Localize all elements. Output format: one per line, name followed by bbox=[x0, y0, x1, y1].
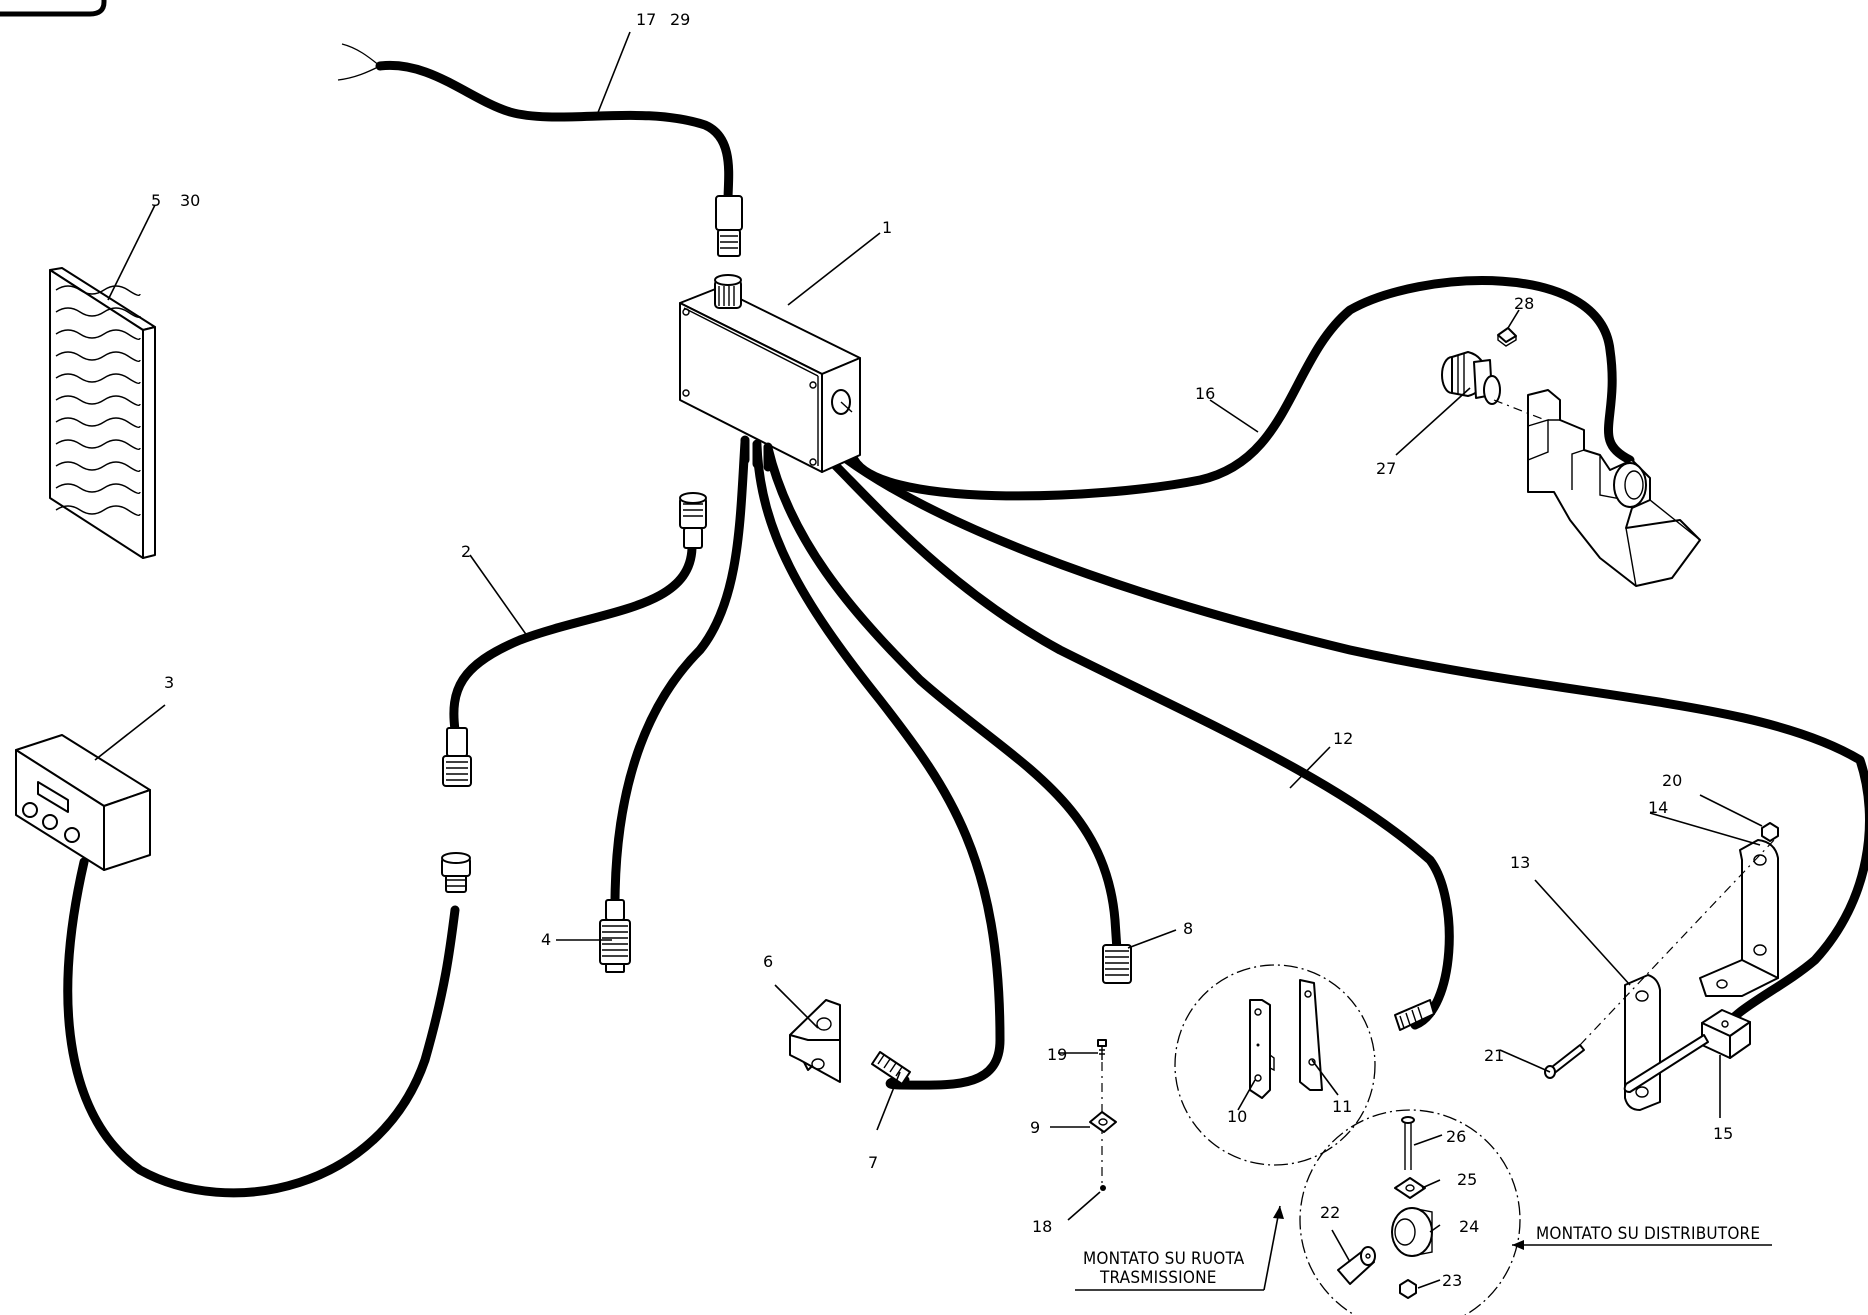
washer-25 bbox=[1394, 1177, 1426, 1199]
sensor-block-16 bbox=[1527, 389, 1701, 587]
sensor-8 bbox=[1102, 944, 1132, 984]
label-12: 12 bbox=[1333, 729, 1353, 748]
nut-18 bbox=[1100, 1185, 1106, 1191]
label-25: 25 bbox=[1457, 1170, 1477, 1189]
cable-7 bbox=[752, 440, 1005, 1090]
label-27: 27 bbox=[1376, 459, 1396, 478]
cables bbox=[63, 43, 1868, 1198]
plate-11 bbox=[1299, 979, 1323, 1091]
label-19: 19 bbox=[1047, 1045, 1067, 1064]
cable-17-wires bbox=[337, 43, 381, 81]
label-2: 2 bbox=[461, 542, 471, 561]
cable-4 bbox=[610, 437, 750, 910]
captions: MONTATO SU RUOTA TRASMISSIONE MONTATO SU… bbox=[1083, 1224, 1760, 1288]
connector-3 bbox=[441, 852, 471, 893]
label-20: 20 bbox=[1662, 771, 1682, 790]
label-15: 15 bbox=[1713, 1124, 1733, 1143]
cable-17 bbox=[375, 60, 734, 205]
label-23: 23 bbox=[1442, 1271, 1462, 1290]
screw-26 bbox=[1401, 1116, 1415, 1170]
label-3: 3 bbox=[164, 673, 174, 692]
label-13: 13 bbox=[1510, 853, 1530, 872]
label-5: 5 bbox=[151, 191, 161, 210]
label-29: 29 bbox=[670, 10, 690, 29]
fitting-27 bbox=[1441, 351, 1546, 421]
panel-5 bbox=[49, 267, 156, 559]
label-30: 30 bbox=[180, 191, 200, 210]
nut-23 bbox=[1399, 1279, 1417, 1299]
label-21: 21 bbox=[1484, 1046, 1504, 1065]
cable-12 bbox=[825, 455, 1454, 1030]
nut-20 bbox=[1761, 822, 1779, 842]
label-4: 4 bbox=[541, 930, 551, 949]
caption-ruota-line1: MONTATO SU RUOTA bbox=[1083, 1249, 1245, 1269]
cable-8 bbox=[763, 443, 1122, 955]
label-10: 10 bbox=[1227, 1107, 1247, 1126]
washer-9 bbox=[1089, 1111, 1117, 1133]
connector-2-bottom bbox=[442, 727, 472, 787]
control-box-1 bbox=[679, 274, 861, 473]
caption-ruota-line2: TRASMISSIONE bbox=[1099, 1268, 1217, 1288]
label-6: 6 bbox=[763, 952, 773, 971]
frame-corner bbox=[0, 0, 107, 17]
bolt-21 bbox=[1544, 1044, 1585, 1079]
label-22: 22 bbox=[1320, 1203, 1340, 1222]
label-11: 11 bbox=[1332, 1097, 1352, 1116]
sensor-7 bbox=[871, 1051, 911, 1085]
label-1: 1 bbox=[882, 218, 892, 237]
cable-15 bbox=[840, 453, 1868, 1040]
label-18: 18 bbox=[1032, 1217, 1052, 1236]
label-16: 16 bbox=[1195, 384, 1215, 403]
sensor-12 bbox=[1394, 999, 1435, 1031]
axis-21-20 bbox=[1579, 837, 1777, 1046]
label-7: 7 bbox=[868, 1153, 878, 1172]
display-unit-3 bbox=[15, 734, 151, 871]
detail-circle-distributore bbox=[1299, 1109, 1521, 1315]
bracket-14 bbox=[1699, 839, 1779, 997]
label-14: 14 bbox=[1648, 798, 1668, 817]
cable-16 bbox=[847, 276, 1635, 501]
cable-3 bbox=[63, 857, 460, 1198]
sensor-15 bbox=[1623, 1009, 1751, 1093]
connector-2-top bbox=[679, 492, 707, 549]
part-numbers: 17 29 5 30 1 28 16 27 2 3 12 20 14 13 8 … bbox=[151, 10, 1733, 1290]
label-9: 9 bbox=[1030, 1118, 1040, 1137]
connector-17 bbox=[715, 195, 743, 257]
bracket-6 bbox=[789, 999, 841, 1083]
collar-24 bbox=[1391, 1207, 1433, 1257]
screw-19 bbox=[1097, 1039, 1107, 1060]
label-26: 26 bbox=[1446, 1127, 1466, 1146]
pin-22 bbox=[1337, 1246, 1376, 1285]
label-28: 28 bbox=[1514, 294, 1534, 313]
label-8: 8 bbox=[1183, 919, 1193, 938]
leader-lines bbox=[94, 31, 1772, 1291]
clip-28 bbox=[1497, 327, 1517, 347]
caption-distributore: MONTATO SU DISTRIBUTORE bbox=[1536, 1224, 1760, 1244]
label-24: 24 bbox=[1459, 1217, 1479, 1236]
label-17: 17 bbox=[636, 10, 656, 29]
sensor-4 bbox=[599, 899, 631, 973]
detail-circle-ruota bbox=[1174, 964, 1376, 1166]
cable-2 bbox=[449, 543, 697, 735]
